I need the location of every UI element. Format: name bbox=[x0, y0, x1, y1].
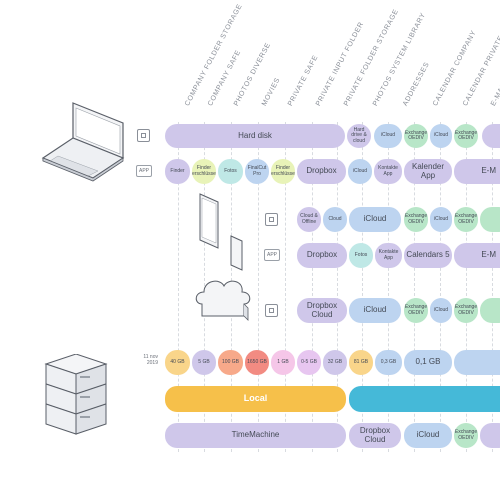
email-pill: E-M bbox=[454, 243, 500, 268]
grid-line bbox=[337, 122, 338, 452]
dropbox-cloud-pill: Dropbox Cloud bbox=[349, 423, 401, 448]
hard-drive-cloud-pill: Hard drive & cloud bbox=[347, 124, 371, 148]
size-pill: 100 GB bbox=[218, 350, 243, 375]
overflow-pill bbox=[480, 423, 500, 448]
overflow-pill bbox=[480, 298, 500, 323]
grid-line bbox=[492, 122, 493, 452]
timemachine-bar: TimeMachine bbox=[165, 423, 346, 448]
calendars-pill: Calendars 5 bbox=[404, 243, 452, 268]
size-pill: 1650 GB bbox=[245, 350, 269, 375]
icloud-pill: iCloud bbox=[430, 298, 452, 323]
header-email: E-MAIL bu bbox=[490, 70, 500, 108]
header-movies: MOVIES bbox=[261, 76, 282, 108]
header-addresses: ADDRESSES bbox=[402, 61, 431, 108]
size-pill: 40 GB bbox=[165, 350, 190, 375]
app-tag: APP bbox=[264, 249, 280, 261]
finder-encrypted-pill: Finder verschlüsselt bbox=[271, 159, 295, 184]
header-private-input-folder: PRIVATE INPUT FOLDER bbox=[315, 20, 366, 108]
icloud-pill: iCloud bbox=[430, 207, 452, 232]
laptop-icon bbox=[41, 102, 125, 182]
exchange-oediv-pill: Exchange OEDIV bbox=[404, 124, 428, 148]
hard-disk-bar: Hard disk bbox=[165, 124, 345, 148]
exchange-oediv-pill: Exchange OEDIV bbox=[404, 298, 428, 323]
kalender-pill: Kalender App bbox=[404, 159, 452, 184]
icloud-pill: iCloud bbox=[374, 124, 402, 148]
dropbox-pill: Dropbox bbox=[297, 159, 346, 184]
grid-line bbox=[285, 122, 286, 452]
size-pill: 1 GB bbox=[271, 350, 295, 375]
icloud-pill: iCloud bbox=[349, 298, 401, 323]
exchange-oediv-pill: Exchange OEDIV bbox=[454, 124, 478, 148]
overflow-pill bbox=[482, 124, 500, 148]
fotos-pill: Fotos bbox=[218, 159, 243, 184]
kontakte-pill: Kontakte App bbox=[374, 159, 402, 184]
grid-line bbox=[258, 122, 259, 452]
size-pill: 0,1 GB bbox=[404, 350, 452, 375]
fotos-pill: Fotos bbox=[349, 243, 373, 268]
phone-icon bbox=[230, 235, 243, 271]
cloud-icon bbox=[195, 280, 251, 321]
cloud-storage-bar bbox=[349, 386, 500, 412]
icloud-pill: iCloud bbox=[404, 423, 452, 448]
finder-encrypted-pill: Finder verschlüsselt bbox=[192, 159, 216, 184]
header-private-safe: PRIVATE SAFE bbox=[287, 54, 320, 108]
dropbox-pill: Dropbox bbox=[297, 243, 347, 268]
size-pill: 0-5 GB bbox=[297, 350, 321, 375]
email-pill: E-M bbox=[454, 159, 500, 184]
date-label: 11 nov 2019 bbox=[143, 354, 158, 366]
overflow-pill bbox=[480, 207, 500, 232]
grid-line bbox=[466, 122, 467, 452]
size-pill: 0,3 GB bbox=[375, 350, 402, 375]
grid-line bbox=[312, 122, 313, 452]
tablet-icon bbox=[199, 193, 219, 249]
exchange-oediv-pill: Exchange OEDIV bbox=[454, 423, 478, 448]
exchange-oediv-pill: Exchange OEDIV bbox=[454, 298, 478, 323]
size-pill bbox=[454, 350, 500, 375]
icloud-pill: iCloud bbox=[349, 207, 401, 232]
size-pill: 5 GB bbox=[192, 350, 216, 375]
size-pill: 81 GB bbox=[349, 350, 373, 375]
icloud-pill: iCloud bbox=[348, 159, 372, 184]
grid-line bbox=[388, 122, 389, 452]
app-tag: APP bbox=[136, 165, 152, 177]
exchange-oediv-pill: Exchange OEDIV bbox=[404, 207, 428, 232]
grid-line bbox=[362, 122, 363, 452]
grid-line bbox=[178, 122, 179, 452]
cloud-offline-pill: Cloud & Offline bbox=[297, 207, 321, 232]
header-private-folder-storage: PRIVATE FOLDER STORAGE bbox=[343, 8, 401, 108]
grid-line bbox=[440, 122, 441, 452]
kontakte-pill: Kontakte App bbox=[375, 243, 402, 268]
finder-pill: Finder bbox=[165, 159, 190, 184]
chip-icon bbox=[265, 213, 278, 226]
header-photos-system-library: PHOTOS SYSTEM LIBRARY bbox=[372, 11, 428, 108]
dropbox-cloud-pill: Dropbox Cloud bbox=[297, 298, 347, 323]
chip-icon bbox=[137, 129, 150, 142]
cloud-pill: Cloud bbox=[323, 207, 347, 232]
local-bar: Local bbox=[165, 386, 346, 412]
size-pill: 32 GB bbox=[323, 350, 347, 375]
grid-line bbox=[414, 122, 415, 452]
finalcut-pill: FinalCut Pro bbox=[245, 159, 269, 184]
chip-icon bbox=[265, 304, 278, 317]
exchange-oediv-pill: Exchange OEDIV bbox=[454, 207, 478, 232]
server-icon bbox=[44, 354, 108, 435]
icloud-pill: iCloud bbox=[430, 124, 452, 148]
